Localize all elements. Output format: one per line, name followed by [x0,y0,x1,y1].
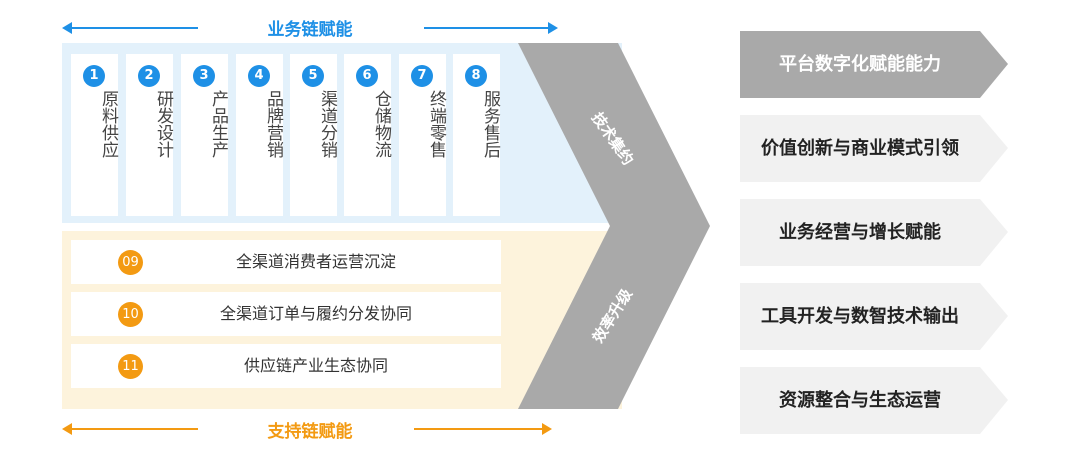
support-number-badge: 11 [118,354,143,379]
step-label: 产品生产 [208,90,228,158]
step-number-badge: 8 [465,65,487,87]
step-label: 品牌营销 [263,90,283,158]
support-label: 全渠道订单与履约分发协同 [219,304,412,323]
top-right-arrow [424,22,558,34]
bottom-left-arrow [62,423,198,435]
capability-item: 资源整合与生态运营 [740,367,1008,434]
capability-item-platform: 平台数字化赋能能力 [740,31,1008,98]
step-number-badge: 5 [302,65,324,87]
capability-label: 平台数字化赋能能力 [779,54,941,75]
support-chain-row: 11 供应链产业生态协同 [71,344,501,388]
capability-label: 资源整合与生态运营 [779,390,941,411]
support-number-badge: 09 [118,250,143,275]
value-chain-card: 7 终端零售 [399,54,446,216]
capability-label: 工具开发与数智技术输出 [761,306,959,327]
capability-label: 价值创新与商业模式引领 [761,138,959,159]
capability-shapes [740,31,1008,434]
capability-item: 工具开发与数智技术输出 [740,283,1008,350]
step-number-badge: 2 [138,65,160,87]
top-left-arrow [62,22,198,34]
step-number-badge: 1 [83,65,105,87]
value-chain-card: 5 渠道分销 [290,54,337,216]
support-chain-row: 10 全渠道订单与履约分发协同 [71,292,501,336]
capability-shape [740,199,1008,266]
step-number-badge: 7 [411,65,433,87]
support-number-badge: 10 [118,302,143,327]
bottom-right-arrow [414,423,552,435]
support-label: 供应链产业生态协同 [243,356,388,375]
capability-shape-highlight [740,31,1008,98]
step-label: 仓储物流 [371,90,391,158]
capability-shape [740,367,1008,434]
value-chain-card: 1 原料供应 [71,54,118,216]
step-label: 渠道分销 [317,90,337,158]
support-label: 全渠道消费者运营沉淀 [235,252,396,271]
support-chain-row: 09 全渠道消费者运营沉淀 [71,240,501,284]
capability-item: 价值创新与商业模式引领 [740,115,1008,182]
capability-shape [740,283,1008,350]
step-label: 原料供应 [98,90,118,158]
capability-item: 业务经营与增长赋能 [740,199,1008,266]
step-number-badge: 4 [248,65,270,87]
step-label: 终端零售 [426,90,446,158]
business-chain-title: 业务链赋能 [267,20,353,40]
value-chain-card: 4 品牌营销 [236,54,283,216]
chevron-shape [518,43,710,409]
value-chain-card: 6 仓储物流 [344,54,391,216]
step-label: 研发设计 [153,90,173,158]
capability-shape [740,115,1008,182]
step-number-badge: 3 [193,65,215,87]
value-chain-card: 2 研发设计 [126,54,173,216]
value-chain-card: 3 产品生产 [181,54,228,216]
support-chain-title: 支持链赋能 [267,422,353,442]
step-label: 服务售后 [480,90,500,158]
capability-label: 业务经营与增长赋能 [779,222,941,243]
value-chain-card: 8 服务售后 [453,54,500,216]
step-number-badge: 6 [356,65,378,87]
